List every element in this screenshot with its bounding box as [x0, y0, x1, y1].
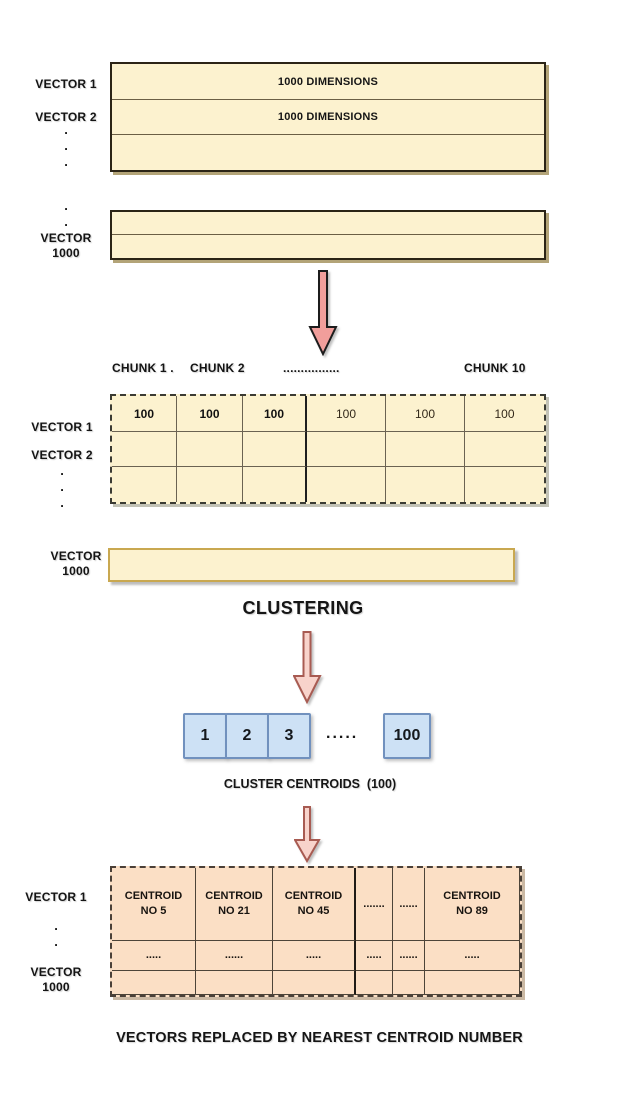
- down-arrow-icon: [308, 270, 338, 356]
- chunk-cell: [177, 432, 243, 467]
- chunk-header-cell: 100: [386, 396, 465, 432]
- dot: .: [64, 154, 68, 169]
- clustering-title: CLUSTERING: [242, 598, 364, 618]
- centroid-box-100: 100: [383, 713, 431, 759]
- centroid-row2-cell: .....: [273, 941, 356, 971]
- label-line: VECTOR: [30, 965, 82, 979]
- centroid-row3-cell: [393, 971, 425, 995]
- footer-caption: VECTORS REPLACED BY NEAREST CENTROID NUM…: [116, 1030, 523, 1046]
- centroid-ellipsis: .....: [326, 725, 359, 742]
- label-line: 1000: [42, 980, 70, 994]
- dimensions-matrix-panel: 1000 DIMENSIONS 1000 DIMENSIONS: [110, 62, 546, 172]
- chunk-ellipsis-label: ................: [283, 361, 340, 375]
- down-arrow-icon: [294, 806, 321, 863]
- centroid-row2-cell: ......: [196, 941, 273, 971]
- chunk-cell: [465, 467, 544, 502]
- top-tail-dots: . .: [18, 198, 114, 230]
- chunk-cell: [243, 432, 307, 467]
- dot: .: [64, 122, 68, 137]
- vector1000-matrix-panel: [110, 210, 546, 260]
- centroid-ellipsis-dots: . .: [8, 918, 104, 950]
- top-row-label-vector2: VECTOR 2: [35, 110, 97, 124]
- chunk-cell: [386, 432, 465, 467]
- centroid-row3-cell: [112, 971, 196, 995]
- chunk10-label: CHUNK 10: [464, 361, 526, 375]
- matrix-row: [112, 212, 544, 235]
- centroid-row2-cell: .....: [356, 941, 393, 971]
- dot: .: [60, 479, 64, 494]
- chunk-row-label-vector1: VECTOR 1: [31, 420, 93, 434]
- chunk-cell: [465, 432, 544, 467]
- centroid-header-cell: .......: [356, 868, 393, 941]
- centroid-assignment-table: CENTROID NO 5 CENTROID NO 21 CENTROID NO…: [110, 866, 522, 997]
- centroid-row2-cell: ......: [393, 941, 425, 971]
- chunk-header-cell: 100: [243, 396, 307, 432]
- matrix-row: [112, 235, 544, 258]
- chunk-cell: [386, 467, 465, 502]
- chunk-header-cell: 100: [112, 396, 177, 432]
- matrix-row-2-text: 1000 DIMENSIONS: [277, 111, 379, 123]
- chunk-cell: [177, 467, 243, 502]
- centroid-header-cell: CENTROID NO 45: [273, 868, 356, 941]
- centroid-row2-cell: .....: [112, 941, 196, 971]
- matrix-row-3: [112, 135, 544, 170]
- vector1000-bar: [108, 548, 515, 582]
- chunk-header-cell: 100: [465, 396, 544, 432]
- centroid-box-3: 3: [267, 713, 311, 759]
- centroid-row3-cell: [356, 971, 393, 995]
- matrix-row-2: 1000 DIMENSIONS: [112, 100, 544, 135]
- centroid-row3-cell: [425, 971, 520, 995]
- centroid-header-cell: CENTROID NO 21: [196, 868, 273, 941]
- chunk-cell: [243, 467, 307, 502]
- cluster-centroids-caption: CLUSTER CENTROIDS (100): [223, 777, 397, 791]
- centroid-boxes-row: 1 2 3: [183, 713, 311, 759]
- bar-label-vector1000: VECTOR 1000: [28, 549, 124, 579]
- chunk-cell: [307, 467, 386, 502]
- centroid-box-1: 1: [183, 713, 227, 759]
- chunk-cell: [307, 432, 386, 467]
- chunk-cell: [112, 432, 177, 467]
- dot: .: [60, 495, 64, 510]
- dot: .: [64, 214, 68, 229]
- matrix-row-1: 1000 DIMENSIONS: [112, 64, 544, 100]
- chunk2-label: CHUNK 2: [190, 361, 245, 375]
- centroid-header-cell: CENTROID NO 89: [425, 868, 520, 941]
- label-line: 1000: [62, 564, 90, 578]
- centroid-row3-cell: [273, 971, 356, 995]
- centroid-row-label-vector1000: VECTOR 1000: [8, 965, 104, 995]
- centroid-box-2: 2: [225, 713, 269, 759]
- top-row-label-vector1: VECTOR 1: [35, 77, 97, 91]
- top-tail-label-vector1000: VECTOR 1000: [18, 231, 114, 261]
- dot: .: [54, 934, 58, 949]
- centroid-row-label-vector1: VECTOR 1: [25, 890, 87, 904]
- dot: .: [64, 198, 68, 213]
- centroid-row2-cell: .....: [425, 941, 520, 971]
- chunk-header-cell: 100: [307, 396, 386, 432]
- chunk-ellipsis-dots: . . .: [14, 463, 110, 511]
- label-line: 1000: [52, 246, 80, 260]
- dot: .: [64, 138, 68, 153]
- label-line: VECTOR: [50, 549, 102, 563]
- centroid-header-cell: CENTROID NO 5: [112, 868, 196, 941]
- chunk-row-label-vector2: VECTOR 2: [31, 448, 93, 462]
- dot: .: [54, 918, 58, 933]
- chunked-vectors-table: 100 100 100 100 100 100: [110, 394, 546, 504]
- centroid-header-cell: ......: [393, 868, 425, 941]
- down-arrow-icon: [293, 631, 322, 704]
- chunk1-label: CHUNK 1 .: [112, 361, 174, 375]
- chunk-header-cell: 100: [177, 396, 243, 432]
- dot: .: [60, 463, 64, 478]
- centroid-row3-cell: [196, 971, 273, 995]
- matrix-row-1-text: 1000 DIMENSIONS: [277, 75, 379, 88]
- top-ellipsis-dots: . . .: [18, 122, 114, 170]
- chunk-cell: [112, 467, 177, 502]
- label-line: VECTOR: [40, 231, 92, 245]
